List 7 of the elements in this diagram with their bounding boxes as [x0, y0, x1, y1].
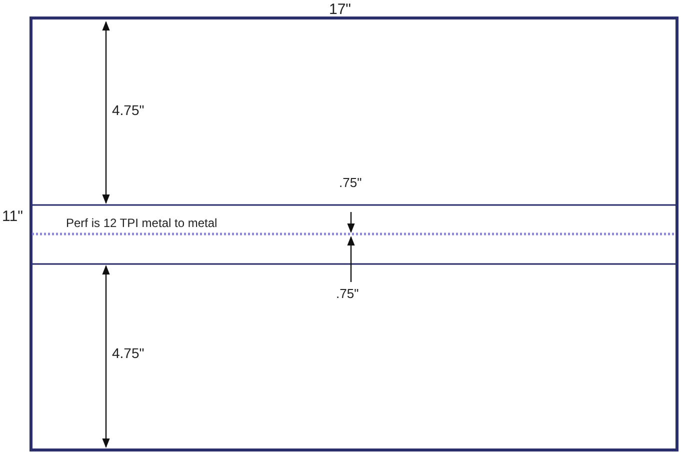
dimension-label: 4.75" [112, 103, 144, 117]
dimension-label: 17" [329, 2, 351, 17]
dimension-label: 4.75" [112, 346, 144, 360]
dimension-label: .75" [336, 287, 359, 300]
dimension-label: 11" [2, 209, 23, 224]
note-text: Perf is 12 TPI metal to metal [66, 217, 218, 229]
dimension-label: .75" [339, 176, 362, 189]
